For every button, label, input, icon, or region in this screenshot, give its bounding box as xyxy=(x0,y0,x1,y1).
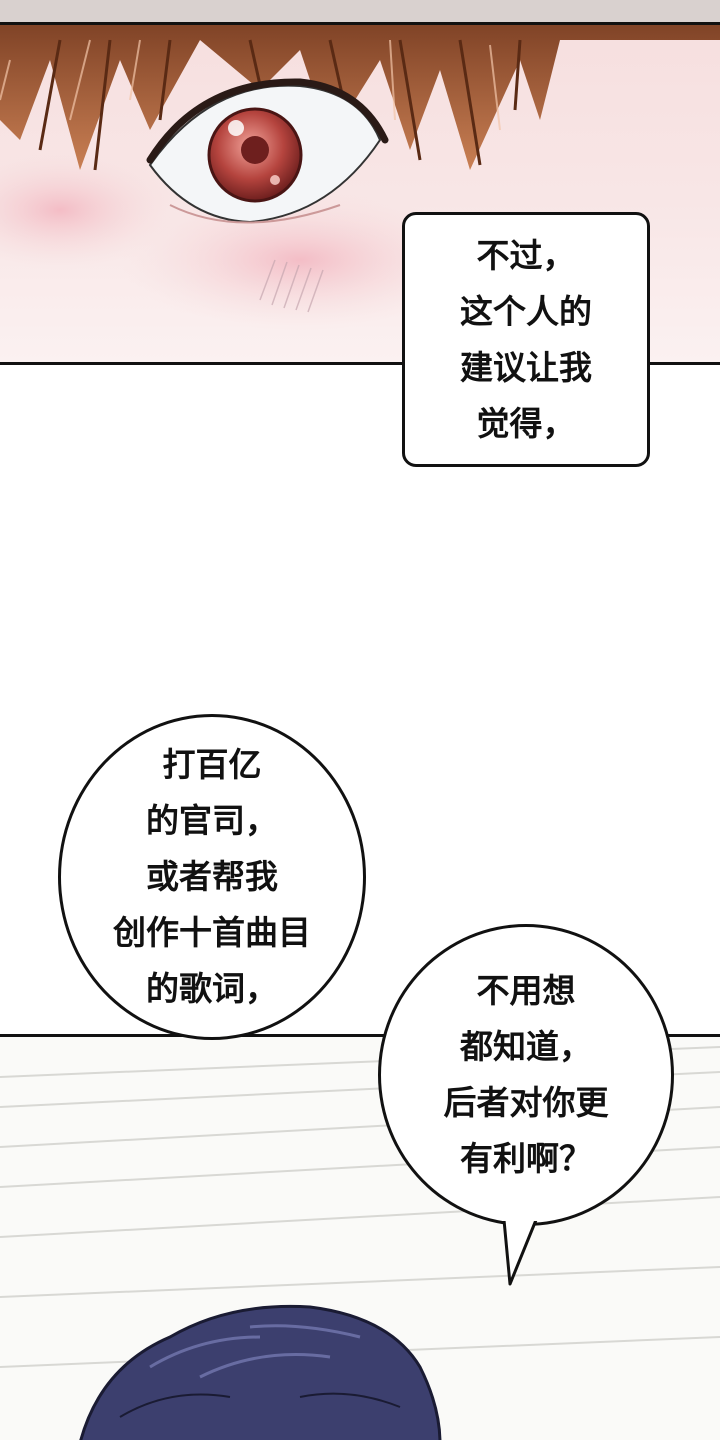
speech-line: 建议让我 xyxy=(460,347,592,387)
shading-hatch xyxy=(259,259,324,313)
speech-line: 都知道， xyxy=(460,1027,592,1066)
dark-hair xyxy=(79,1304,442,1440)
speech-line: 有利啊？ xyxy=(460,1139,592,1178)
speech-line: 的歌词， xyxy=(146,969,278,1008)
speech-line: 不过， xyxy=(476,235,576,275)
speech-line: 不用想 xyxy=(476,971,576,1010)
cheek-blush xyxy=(120,190,480,330)
speech-line: 的官司， xyxy=(146,801,278,840)
speech-line: 创作十首曲目 xyxy=(113,913,311,952)
speech-bubble-tail xyxy=(502,1218,538,1286)
cheek-blush-left xyxy=(0,150,180,270)
hair-bangs xyxy=(0,25,720,171)
previous-panel-edge xyxy=(0,0,720,25)
speech-line: 打百亿 xyxy=(162,745,262,784)
speech-text-left: 打百亿 的官司， 或者帮我 创作十首曲目 的歌词， xyxy=(113,737,311,1017)
speech-box-top: 不过， 这个人的 建议让我 觉得， xyxy=(402,212,650,467)
hair-panel xyxy=(0,1034,720,1440)
speech-text-top: 不过， 这个人的 建议让我 觉得， xyxy=(460,228,592,452)
eye-illustration xyxy=(0,25,720,330)
speech-bubble-left: 打百亿 的官司， 或者帮我 创作十首曲目 的歌词， xyxy=(58,714,366,1040)
speech-line: 或者帮我 xyxy=(146,857,278,896)
speech-text-right: 不用想 都知道， 后者对你更 有利啊？ xyxy=(444,963,609,1187)
speech-bubble-right: 不用想 都知道， 后者对你更 有利啊？ xyxy=(378,924,674,1226)
speech-line: 这个人的 xyxy=(460,291,592,331)
eye-closeup-panel xyxy=(0,0,720,365)
speech-line: 觉得， xyxy=(476,403,576,443)
speech-line: 后者对你更 xyxy=(443,1083,609,1122)
eye xyxy=(146,78,389,224)
